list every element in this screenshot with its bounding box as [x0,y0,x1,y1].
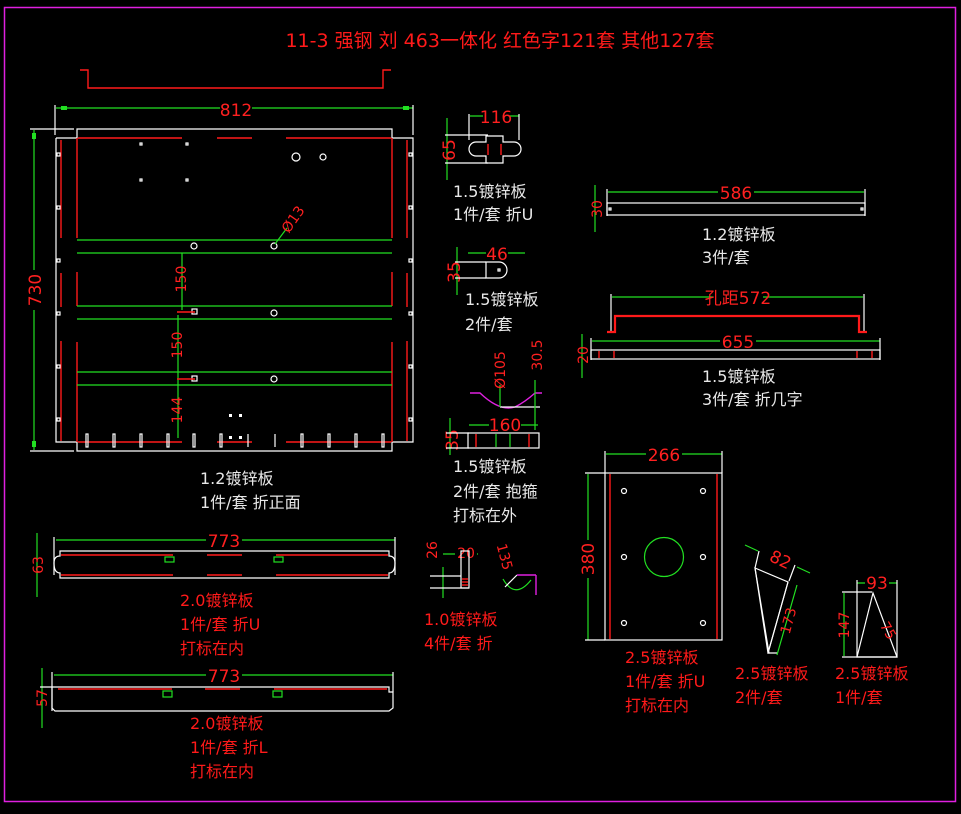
dim-57: 57 [35,689,51,707]
dim-655: 655 [722,333,754,353]
dim-82: 82 [766,547,794,574]
drawing-title: 11-3 强钢 刘 463一体化 红色字121套 其他127套 [285,30,714,52]
clamp: Ø105 30.5 160 35 1.5镀锌板 2件/套 抱箍 打标在外 [443,339,546,525]
hat-655-note-material: 1.5镀锌板 [702,367,775,386]
bracket-u: 116 65 1.5镀锌板 1件/套 折U [440,108,533,224]
clamp-note-qty: 2件/套 抱箍 [453,482,538,501]
clip-note-qty: 4件/套 折 [424,634,493,653]
rail-l: 773 57 2.0镀锌板 1件/套 折L 打标在内 [35,667,394,781]
dim-135: 135 [493,542,515,572]
dim-30: 30 [590,200,606,218]
main-panel-note-qty: 1件/套 折正面 [200,493,301,512]
dim-20: 20 [576,346,592,364]
clip: 26 20 135 1.0镀锌板 4件/套 折 [424,541,537,653]
gusset-a: 82 173 2.5镀锌板 2件/套 [735,544,811,707]
rail-u-note-mark: 打标在内 [180,639,244,658]
dim-30-5: 30.5 [530,339,546,370]
strip-586-note-material: 1.2镀锌板 [702,225,775,244]
main-panel: 812 730 [25,69,414,512]
dim-586: 586 [720,184,752,204]
dim-773-l: 773 [208,667,240,687]
tab-small: 46 35 1.5镀锌板 2件/套 [445,245,538,334]
dim-clamp-dia: Ø105 [493,351,509,389]
tab-small-note-material: 1.5镀锌板 [465,290,538,309]
base-plate-note-qty: 1件/套 折U [625,672,705,691]
dim-35-clamp: 35 [443,429,463,451]
clamp-note-material: 1.5镀锌板 [453,457,526,476]
dim-93: 93 [866,574,888,594]
dim-46: 46 [486,245,508,265]
gusset-b-note-material: 2.5镀锌板 [835,664,908,683]
rail-l-note-material: 2.0镀锌板 [190,714,263,733]
strip-586-note-qty: 3件/套 [702,248,750,267]
rail-u: 773 63 2.0镀锌板 1件/套 折U 打标在内 [31,532,396,658]
hat-655-note-qty: 3件/套 折几字 [702,390,803,409]
rail-u-note-qty: 1件/套 折U [180,615,260,634]
dim-spacing-150-a: 150 [174,266,190,293]
dim-75: 75 [876,619,899,642]
clamp-note-mark: 打标在外 [453,506,517,525]
dim-147: 147 [837,612,853,639]
dim-812: 812 [220,101,252,121]
tab-small-note-qty: 2件/套 [465,315,513,334]
dim-hole-dia: Ø13 [279,203,309,236]
drawing-frame [3,6,957,803]
dim-380: 380 [579,543,599,575]
rail-u-note-material: 2.0镀锌板 [180,591,253,610]
gusset-b-note-qty: 1件/套 [835,688,883,707]
gusset-a-note-material: 2.5镀锌板 [735,664,808,683]
rail-l-note-qty: 1件/套 折L [190,738,268,757]
gusset-b: 93 147 75 2.5镀锌板 1件/套 [835,574,908,707]
dim-63: 63 [31,556,47,574]
dim-116: 116 [480,108,512,128]
dim-spacing-150-b: 150 [170,332,186,359]
dim-266: 266 [648,446,680,466]
base-plate-note-material: 2.5镀锌板 [625,648,698,667]
dim-spacing-144: 144 [170,397,186,424]
dim-hole-pitch-572: 孔距572 [705,289,771,309]
main-panel-top-profile [80,69,391,89]
hat-655: 孔距572 655 20 1.5镀锌板 3件/套 折几字 [576,289,881,409]
gusset-a-note-qty: 2件/套 [735,688,783,707]
main-panel-note-material: 1.2镀锌板 [200,469,273,488]
rail-l-note-mark: 打标在内 [190,762,254,781]
dim-773-u: 773 [208,532,240,552]
dim-730: 730 [26,274,46,306]
strip-586: 586 30 1.2镀锌板 3件/套 [590,184,866,267]
dim-26: 26 [425,541,441,559]
dim-160: 160 [489,416,521,436]
bracket-u-note-material: 1.5镀锌板 [453,182,526,201]
dim-20-clip: 20 [457,546,475,562]
dim-173: 173 [778,606,800,636]
base-plate: 266 380 2.5镀锌板 1件/套 折U 打标在内 [579,446,723,715]
dim-65: 65 [440,139,460,161]
bracket-u-note-qty: 1件/套 折U [453,205,533,224]
base-plate-note-mark: 打标在内 [625,696,689,715]
clip-note-material: 1.0镀锌板 [424,610,497,629]
dim-35-tab: 35 [445,261,465,283]
